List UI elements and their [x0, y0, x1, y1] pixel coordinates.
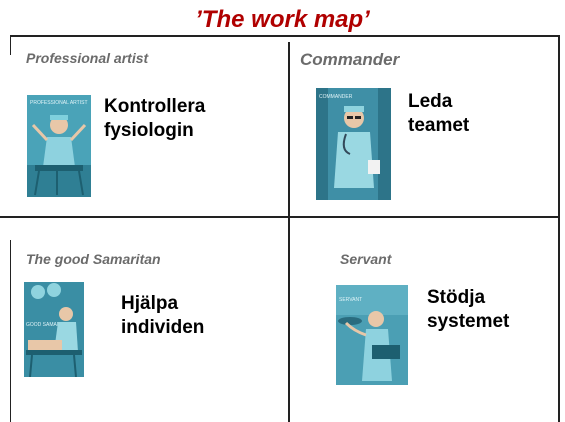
svg-text:SERVANT: SERVANT — [339, 297, 362, 303]
left-border-bottom — [10, 240, 11, 422]
professional-artist-illustration: PROFESSIONAL ARTIST — [27, 95, 91, 197]
action-line-2: teamet — [408, 115, 470, 136]
action-text-stodja: Stödja systemet — [427, 286, 509, 334]
quadrant-label-professional-artist: Professional artist — [26, 50, 149, 66]
action-text-leda: Leda teamet — [408, 90, 469, 138]
svg-text:COMMANDER: COMMANDER — [319, 94, 353, 100]
action-line-2: individen — [121, 317, 205, 338]
action-text-kontrollera: Kontrollera fysiologin — [104, 95, 205, 143]
action-line-1: Hjälpa — [121, 293, 179, 314]
servant-illustration: SERVANT — [336, 285, 408, 385]
quadrant-label-commander: Commander — [300, 50, 400, 69]
middle-divider — [0, 216, 560, 218]
right-border — [558, 35, 560, 422]
action-line-1: Leda — [408, 91, 453, 112]
action-line-2: systemet — [427, 311, 510, 332]
commander-illustration: COMMANDER — [316, 88, 391, 200]
action-text-hjalpa: Hjälpa individen — [121, 292, 204, 340]
action-line-1: Kontrollera — [104, 96, 206, 117]
diagram-title: ’The work map’ — [195, 6, 370, 33]
good-samaritan-illustration: GOOD SAMARITAN — [24, 282, 84, 377]
center-divider — [288, 42, 290, 422]
top-border — [10, 35, 560, 37]
action-line-1: Stödja — [427, 287, 486, 308]
svg-text:GOOD SAMARITAN: GOOD SAMARITAN — [26, 322, 72, 328]
quadrant-label-servant: Servant — [340, 251, 392, 267]
action-line-2: fysiologin — [104, 120, 194, 141]
svg-text:PROFESSIONAL ARTIST: PROFESSIONAL ARTIST — [30, 100, 88, 106]
left-border-top — [10, 35, 11, 55]
quadrant-label-good-samaritan: The good Samaritan — [26, 251, 161, 267]
